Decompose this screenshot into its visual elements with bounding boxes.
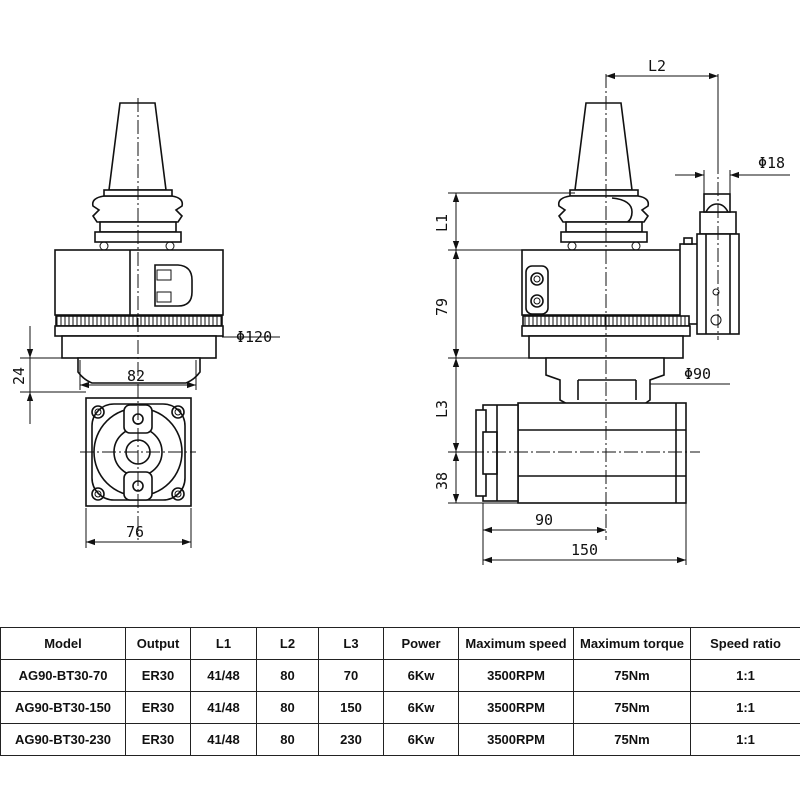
cell-l2: 80 <box>256 691 319 724</box>
cell-max-torque: 75Nm <box>573 723 691 756</box>
cell-max-speed: 3500RPM <box>458 691 574 724</box>
right-collar <box>557 195 650 223</box>
cell-l2: 80 <box>256 659 319 692</box>
cell-max-torque: 75Nm <box>573 659 691 692</box>
cell-output: ER30 <box>125 723 191 756</box>
dim-right-L2: L2 <box>648 57 666 75</box>
cell-l3: 70 <box>318 659 384 692</box>
header-l2: L2 <box>256 627 319 660</box>
header-l1: L1 <box>190 627 257 660</box>
cell-speed-ratio: 1:1 <box>690 723 800 756</box>
header-output: Output <box>125 627 191 660</box>
dim-right-height-output: 38 <box>433 472 451 490</box>
left-body <box>54 249 224 316</box>
cell-power: 6Kw <box>383 659 459 692</box>
dim-right-height-body: 79 <box>433 298 451 316</box>
cell-l3: 150 <box>318 691 384 724</box>
cell-l1: 41/48 <box>190 659 257 692</box>
left-graduation-ring <box>55 315 223 327</box>
dim-left-height-neck: 24 <box>10 367 28 385</box>
cell-l1: 41/48 <box>190 691 257 724</box>
header-model: Model <box>0 627 126 660</box>
left-view: Φ120 82 24 76 <box>10 98 280 548</box>
dim-left-diameter-flange: Φ120 <box>236 328 272 346</box>
header-max-speed: Maximum speed <box>458 627 574 660</box>
cell-model: AG90-BT30-70 <box>0 659 126 692</box>
right-view: L2 Φ18 L1 79 L3 38 Φ90 90 150 <box>433 57 790 565</box>
cell-speed-ratio: 1:1 <box>690 659 800 692</box>
right-output-housing <box>517 402 687 504</box>
cell-output: ER30 <box>125 691 191 724</box>
cell-model: AG90-BT30-150 <box>0 691 126 724</box>
cell-power: 6Kw <box>383 691 459 724</box>
left-nameplate <box>154 264 193 307</box>
spec-table: Model Output L1 L2 L3 Power Maximum spee… <box>0 627 800 756</box>
header-max-torque: Maximum torque <box>573 627 691 660</box>
right-taper <box>574 102 633 191</box>
dim-left-width-head: 76 <box>126 523 144 541</box>
header-l3: L3 <box>318 627 384 660</box>
dim-right-offset-90: 90 <box>535 511 553 529</box>
cell-max-speed: 3500RPM <box>458 659 574 692</box>
dim-right-L1: L1 <box>433 214 451 232</box>
cell-max-torque: 75Nm <box>573 691 691 724</box>
dim-right-diameter-collet: Φ18 <box>758 154 785 172</box>
cell-speed-ratio: 1:1 <box>690 691 800 724</box>
header-power: Power <box>383 627 459 660</box>
cell-l1: 41/48 <box>190 723 257 756</box>
right-side-collet <box>703 193 731 213</box>
table-row: AG90-BT30-70 ER30 41/48 80 70 6Kw 3500RP… <box>0 659 800 692</box>
cell-output: ER30 <box>125 659 191 692</box>
table-row: AG90-BT30-230 ER30 41/48 80 230 6Kw 3500… <box>0 723 800 756</box>
cell-max-speed: 3500RPM <box>458 723 574 756</box>
cell-power: 6Kw <box>383 723 459 756</box>
cell-l2: 80 <box>256 723 319 756</box>
cell-l3: 230 <box>318 723 384 756</box>
table-row: AG90-BT30-150 ER30 41/48 80 150 6Kw 3500… <box>0 691 800 724</box>
dim-right-diameter-neck: Φ90 <box>684 365 711 383</box>
dim-right-L3: L3 <box>433 400 451 418</box>
technical-drawing: Φ120 82 24 76 <box>10 57 790 565</box>
header-speed-ratio: Speed ratio <box>690 627 800 660</box>
cell-model: AG90-BT30-230 <box>0 723 126 756</box>
dim-right-length-150: 150 <box>571 541 598 559</box>
table-header-row: Model Output L1 L2 L3 Power Maximum spee… <box>0 627 800 660</box>
dim-left-width-body: 82 <box>127 367 145 385</box>
